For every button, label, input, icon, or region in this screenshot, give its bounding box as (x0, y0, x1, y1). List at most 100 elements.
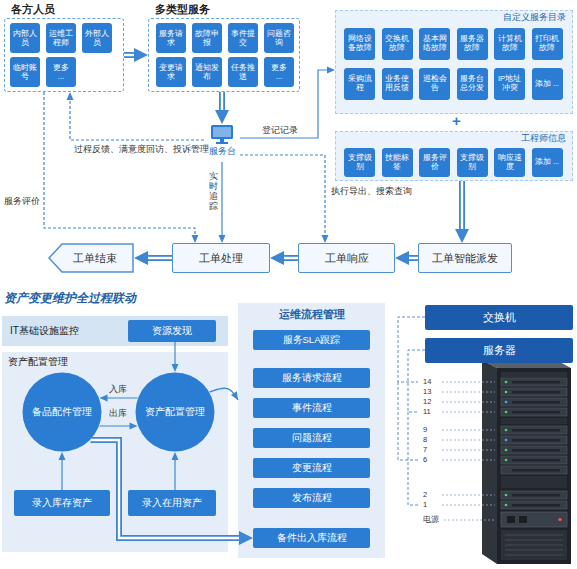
label-holder: 2 (423, 490, 427, 500)
connector-line (409, 257, 418, 259)
item-box: 巡检会告 (419, 68, 450, 100)
arrowhead (239, 531, 253, 545)
title-holder: 工程师信息 (521, 133, 566, 143)
item-text: 业务使用反馈 (385, 75, 410, 92)
panel-title: IT基础设施监控 (10, 325, 79, 337)
section-title: 资产变更维护全过程联动 (4, 291, 136, 306)
callout-number: 8 (423, 435, 427, 445)
item-text: 备件出入库流程 (277, 533, 347, 544)
device-box: 交换机 (425, 305, 573, 330)
label-holder: 执行导出、搜索查询 (331, 186, 412, 196)
title-holder: 自定义服务目录 (503, 12, 566, 22)
device-text: 服务器 (483, 344, 516, 357)
item-box: IP地址冲突 (494, 68, 525, 100)
item-text: 技能标签 (385, 154, 410, 171)
connector (219, 162, 226, 243)
item-box: 任务推送 (228, 57, 258, 87)
item-text: 计算机故障 (497, 35, 522, 52)
item-text: 通知发布 (195, 63, 219, 81)
item-text: 问题咨询 (267, 29, 291, 47)
item-text: 支撑级别 (347, 154, 372, 171)
connector (215, 92, 229, 124)
connector (67, 92, 205, 140)
end-shape: 工单结束 (48, 243, 134, 273)
process-box: 工单处理 (172, 243, 270, 273)
callout-number: 14 (423, 377, 431, 387)
arrowhead (215, 110, 229, 124)
item-box: 添加 ... (532, 68, 563, 100)
arrowhead (67, 92, 74, 100)
item-box: 业务使用反馈 (382, 68, 413, 100)
item-text: 问题流程 (292, 433, 332, 444)
connector-line (221, 92, 223, 110)
service-desk: 服务台 (204, 124, 240, 162)
arrowhead (134, 48, 148, 62)
label-holder: 实时追踪 (209, 172, 218, 212)
item-text: 运维工程师 (49, 29, 73, 47)
item-text: 更多 ... (49, 63, 73, 81)
item-box: 事件流程 (253, 398, 370, 418)
edge-label: 入库 (109, 384, 127, 395)
item-box: 通知发布 (192, 57, 222, 87)
connector-line (284, 257, 298, 259)
item-box: 内部人员 (10, 23, 40, 53)
connector (44, 92, 199, 243)
edge-label: 过程反馈、满意度回访、投诉管理 (74, 144, 209, 154)
process-box: 工单智能派发 (418, 243, 512, 273)
item-box: 问题咨询 (264, 23, 294, 53)
item-box: 故障申报 (192, 23, 222, 53)
item-box: 运维工程师 (46, 23, 76, 53)
item-text: 服务台总分发 (460, 75, 485, 92)
arrowhead (395, 251, 409, 265)
callout-number: 13 (423, 387, 431, 397)
circle-text: 资产配置管理 (145, 406, 205, 418)
label-holder: 9 (423, 425, 427, 435)
label-holder: 12 (423, 397, 431, 407)
connector (172, 342, 179, 372)
arrowhead (231, 391, 238, 400)
connector-line (61, 458, 62, 490)
item-box: 服务请求流程 (253, 368, 370, 388)
arrowhead (270, 251, 284, 265)
connector (134, 251, 172, 265)
item-box: 更多 ... (46, 57, 76, 87)
connector (240, 155, 329, 243)
connector-line (44, 92, 195, 237)
item-text: 添加 ... (535, 158, 559, 167)
group-box: 多类型服务服务请求故障申报事件提交问题咨询变更请求通知发布任务推送更多 ... (148, 18, 300, 92)
connector-line (148, 257, 172, 259)
section-panel: 运维流程管理服务SLA跟踪服务请求流程事件流程问题流程变更流程发布流程备件出入库… (238, 303, 385, 558)
connector-line (91, 440, 244, 538)
item-text: 网络设备故障 (347, 35, 372, 52)
item-box: 交换机故障 (382, 28, 413, 60)
connector-line (174, 458, 175, 490)
connector-line (459, 181, 465, 234)
item-box: 技能标签 (382, 148, 413, 177)
item-text: 交换机故障 (385, 35, 410, 52)
callout-number: 12 (423, 397, 431, 407)
item-box: 发布流程 (253, 488, 370, 508)
connector (172, 452, 179, 490)
process-box: 工单响应 (298, 243, 395, 273)
label-holder: 6 (423, 455, 427, 465)
edge-label: 登记记录 (262, 125, 298, 136)
label-holder: 7 (423, 445, 427, 455)
circle-node: 备品配件管理 (22, 372, 102, 452)
connector-line (461, 181, 463, 229)
item-box: 问题流程 (253, 428, 370, 448)
circle-outline (23, 373, 102, 452)
arrowhead (455, 229, 469, 243)
label-holder: 13 (423, 387, 431, 397)
item-text: 录入在用资产 (142, 498, 202, 509)
item-text: 变更流程 (292, 463, 332, 474)
monitor-icon (204, 124, 240, 146)
item-text: 资源发现 (152, 326, 192, 337)
callout-number: 7 (423, 445, 427, 455)
item-box: 添加 ... (532, 148, 563, 177)
label-holder: 14 (423, 377, 431, 387)
item-text: 服务器故障 (460, 35, 485, 52)
edge-label: 执行导出、搜索查询 (331, 186, 412, 196)
item-box: 更多 ... (264, 57, 294, 87)
item-text: 外部人员 (85, 29, 109, 47)
